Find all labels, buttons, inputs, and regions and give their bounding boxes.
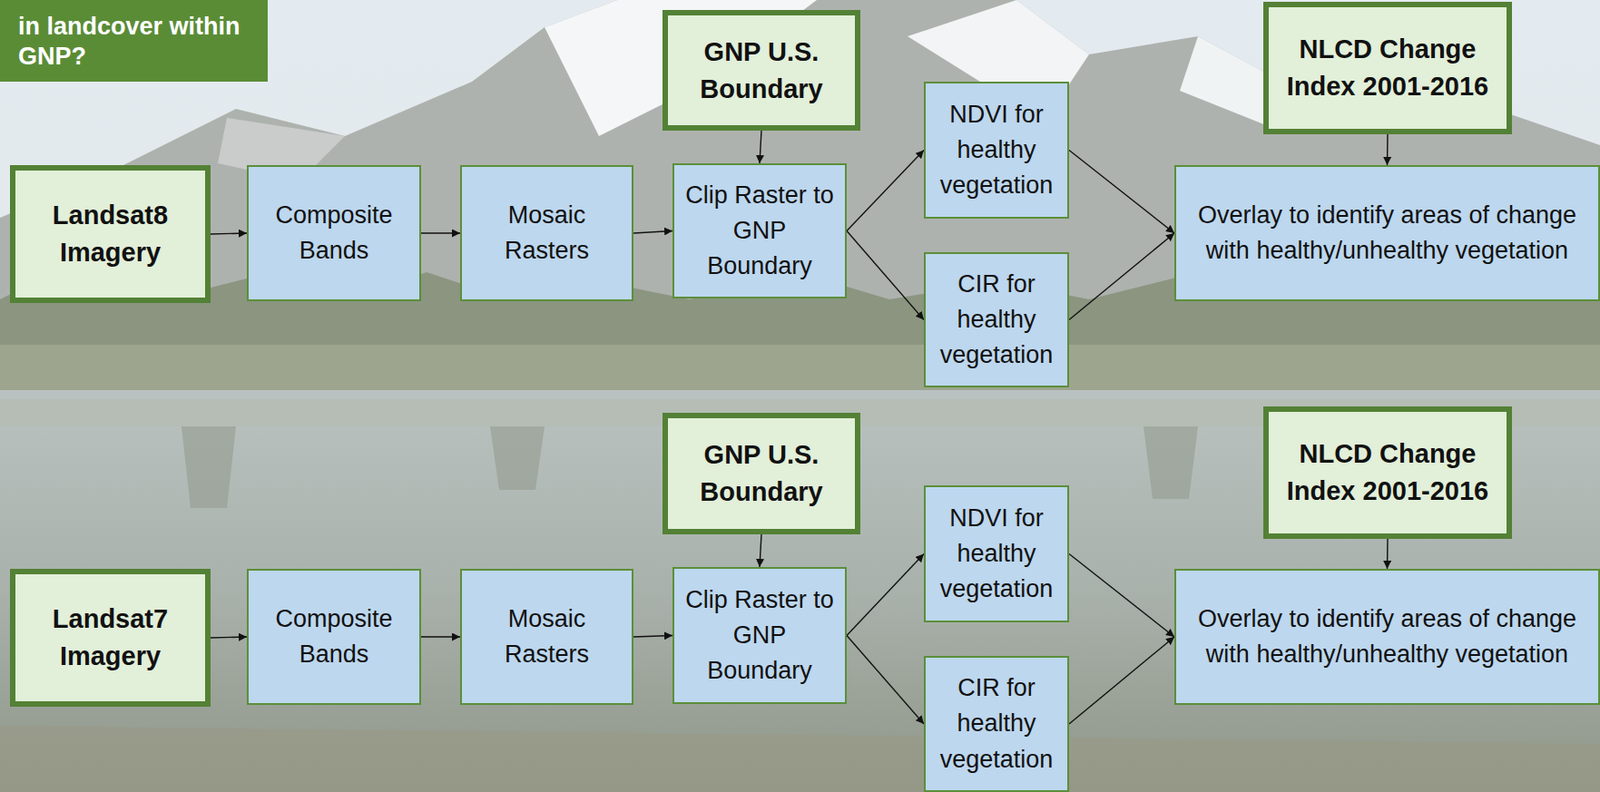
connector-arrow (759, 534, 762, 568)
node-text: Landsat7 Imagery (20, 600, 200, 675)
process-box: Composite Bands (246, 569, 422, 706)
connector-arrow (846, 554, 924, 637)
connector-arrow (1069, 150, 1175, 235)
data-input-box: NLCD Change Index 2001-2016 (1263, 1, 1512, 135)
connector-arrow (1386, 539, 1389, 570)
node-text: Composite Bands (254, 197, 414, 269)
data-input-box: Landsat7 Imagery (9, 569, 211, 707)
node-text: GNP U.S. Boundary (673, 33, 850, 108)
process-box: CIR for healthy vegetation (923, 656, 1070, 792)
node-text: CIR for healthy vegetation (931, 670, 1062, 777)
node-text: NDVI for healthy vegetation (931, 500, 1062, 608)
node-text: Landsat8 Imagery (20, 196, 200, 271)
connector-arrow (846, 231, 924, 321)
process-box: Mosaic Rasters (460, 569, 634, 706)
process-box: Clip Raster to GNP Boundary (672, 163, 847, 299)
process-box: NDVI for healthy vegetation (923, 81, 1070, 219)
node-text: NDVI for healthy vegetation (931, 97, 1062, 204)
connector-arrow (210, 637, 247, 639)
connector-arrow (633, 636, 673, 639)
connector-arrow (421, 232, 461, 234)
node-text: Clip Raster to GNP Boundary (679, 582, 840, 689)
process-box: NDVI for healthy vegetation (923, 485, 1070, 623)
data-input-box: GNP U.S. Boundary (662, 412, 861, 535)
process-box: Mosaic Rasters (460, 165, 634, 302)
data-input-box: GNP U.S. Boundary (662, 9, 861, 131)
connector-arrow (1069, 554, 1175, 639)
data-input-box: NLCD Change Index 2001-2016 (1263, 406, 1512, 540)
connector-arrow (1069, 233, 1175, 321)
connector-arrow (421, 636, 461, 638)
connector-arrow (633, 231, 673, 235)
connector-arrow (210, 233, 247, 235)
process-box: Overlay to identify areas of change with… (1174, 165, 1600, 302)
process-box: CIR for healthy vegetation (923, 252, 1070, 388)
question-banner: in landcover within GNP? (0, 0, 268, 82)
node-text: Mosaic Rasters (467, 601, 627, 673)
node-text: Overlay to identify areas of change with… (1181, 197, 1593, 269)
node-text: NLCD Change Index 2001-2016 (1274, 435, 1502, 510)
connector-arrow (846, 150, 924, 232)
node-text: Mosaic Rasters (467, 197, 627, 269)
process-box: Overlay to identify areas of change with… (1174, 569, 1600, 706)
data-input-box: Landsat8 Imagery (9, 165, 211, 304)
node-text: CIR for healthy vegetation (931, 266, 1062, 374)
connector-arrow (759, 130, 762, 164)
node-text: NLCD Change Index 2001-2016 (1274, 30, 1502, 105)
connector-arrow (1386, 134, 1389, 166)
process-box: Clip Raster to GNP Boundary (672, 567, 847, 705)
connector-arrow (846, 636, 924, 726)
node-text: Composite Bands (254, 601, 414, 673)
node-text: Clip Raster to GNP Boundary (679, 177, 840, 285)
node-text: GNP U.S. Boundary (673, 436, 850, 511)
node-text: Overlay to identify areas of change with… (1181, 601, 1593, 673)
process-box: Composite Bands (246, 165, 422, 302)
node-text: in landcover within GNP? (18, 11, 257, 74)
connector-arrow (1069, 637, 1175, 725)
